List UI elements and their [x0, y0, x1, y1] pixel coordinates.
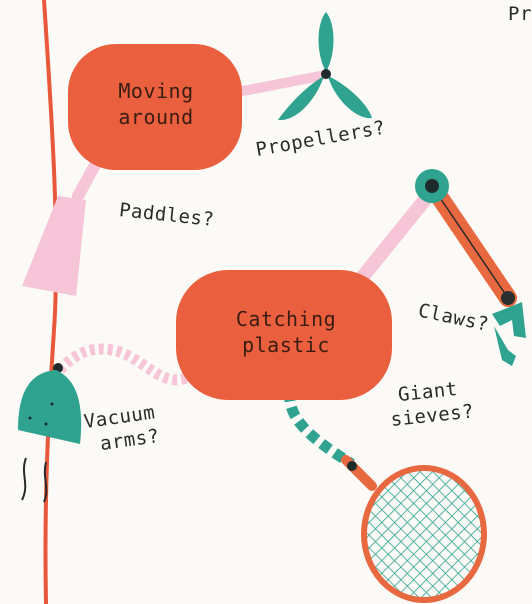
node-moving-around-line1: Moving	[84, 78, 228, 104]
label-giant-sieves: Giant sieves?	[387, 376, 475, 432]
vacuum-hose	[58, 349, 186, 380]
label-corner-partial: Pr	[508, 2, 532, 26]
sieve-net-icon	[346, 460, 484, 600]
vacuum-arm-icon	[18, 363, 81, 502]
body-outline-line	[44, 0, 56, 604]
paddle-icon	[22, 196, 86, 296]
claw-icon	[415, 169, 526, 366]
node-catching-plastic-line1: Catching	[196, 306, 376, 332]
connector-claw	[360, 196, 428, 280]
node-moving-around-line2: around	[84, 104, 228, 130]
label-vacuum-arms: Vacuum arms?	[81, 400, 161, 458]
propeller-icon	[278, 12, 372, 120]
node-moving-around-label: Moving around	[84, 78, 228, 130]
node-catching-plastic-label: Catching plastic	[196, 306, 376, 358]
node-catching-plastic-line2: plastic	[196, 332, 376, 358]
